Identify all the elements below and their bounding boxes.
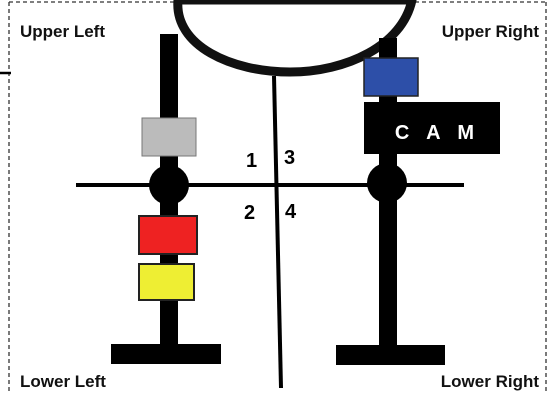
camera-label: C A M xyxy=(394,122,480,144)
quadrant-4-label: 4 xyxy=(285,201,297,223)
yellow-marker xyxy=(138,263,195,301)
right-joint xyxy=(367,163,407,203)
ceiling-arc xyxy=(173,0,417,77)
lower-left-label: Lower Left xyxy=(20,372,106,391)
camera-body xyxy=(364,102,500,154)
blue-marker xyxy=(363,57,419,97)
upper-right-label: Upper Right xyxy=(441,22,539,41)
upper-left-label: Upper Left xyxy=(20,22,105,41)
red-marker xyxy=(138,215,198,255)
quadrant-3-label: 3 xyxy=(284,147,296,169)
left-joint xyxy=(149,165,189,205)
left-base xyxy=(111,344,221,364)
vertical-axis xyxy=(272,75,283,389)
right-base xyxy=(336,345,445,365)
lower-right-label: Lower Right xyxy=(440,372,539,391)
gray-marker xyxy=(141,117,197,157)
quadrant-1-label: 1 xyxy=(246,150,258,172)
quadrant-2-label: 2 xyxy=(244,202,256,224)
